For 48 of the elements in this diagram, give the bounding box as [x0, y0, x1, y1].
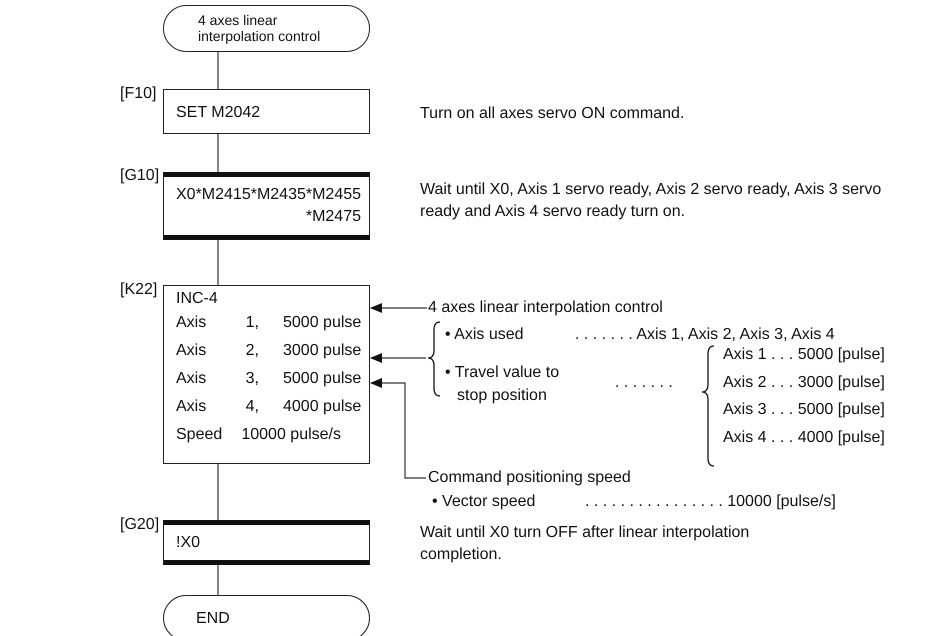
- travel-value: 5000 pulse: [283, 313, 362, 332]
- leader-value-text: . . . . . . . . . . . . . . . . 10000 [pulse/s]: [585, 492, 836, 511]
- axis-value-text: Axis 2 . . . 3000 [pulse]: [723, 373, 885, 392]
- arrow: [370, 303, 427, 313]
- travel-value: 5000 pulse: [283, 369, 362, 388]
- process-box: SET M2042: [163, 89, 370, 134]
- axis-number: 2,: [246, 341, 259, 360]
- leader-value-text: . . . . . . . Axis 1, Axis 2, Axis 3, Axis 4: [575, 325, 835, 344]
- axis-number: 4,: [246, 397, 259, 416]
- instruction-box: [163, 285, 370, 464]
- connector-line: [217, 134, 219, 172]
- connector-line: [217, 565, 219, 595]
- annotation-heading: Command positioning speed: [428, 468, 631, 487]
- arrow: [370, 378, 426, 479]
- axis-number: 3,: [246, 369, 259, 388]
- step-label: [G20]: [120, 515, 160, 534]
- connector-line: [217, 240, 219, 285]
- axis-label: Axis: [176, 369, 206, 388]
- comment-text: Wait until X0, Axis 1 servo ready, Axis 2 servo ready, Axis 3 servo ready and Axis 4 servo ready turn on.: [420, 180, 882, 222]
- comment-text: Wait until X0 turn OFF after linear interpolation completion.: [420, 523, 750, 565]
- bullet-item: • Axis used: [445, 325, 524, 344]
- wait-condition-box: X0*M2415*M2435*M2455 *M2475: [163, 172, 370, 240]
- terminal-box: 4 axes linear interpolation control: [163, 5, 370, 52]
- comment-text: Turn on all axes servo ON command.: [420, 104, 686, 124]
- step-label: [F10]: [120, 84, 156, 103]
- leader-dots: . . . . . . .: [615, 373, 673, 392]
- step-label: [K22]: [120, 280, 158, 299]
- axis-value-text: Axis 3 . . . 5000 [pulse]: [723, 400, 885, 419]
- bullet-item: • Vector speed: [432, 492, 536, 511]
- speed-value: 10000 pulse/s: [241, 425, 341, 444]
- instruction-name: INC-4: [176, 289, 218, 308]
- axis-value-text: Axis 1 . . . 5000 [pulse]: [723, 345, 885, 364]
- terminal-box: END: [163, 595, 370, 636]
- bullet-item: • Travel value to stop position: [445, 363, 560, 406]
- axis-value-text: Axis 4 . . . 4000 [pulse]: [723, 428, 885, 447]
- axis-label: Axis: [176, 397, 206, 416]
- step-label: [G10]: [120, 166, 160, 185]
- axis-label: Axis: [176, 313, 206, 332]
- annotation-text: 4 axes linear interpolation control: [428, 298, 663, 317]
- axis-number: 1,: [246, 313, 259, 332]
- travel-value: 3000 pulse: [283, 341, 362, 360]
- wait-condition-box: !X0: [163, 520, 370, 565]
- arrow: [370, 353, 426, 363]
- travel-value: 4000 pulse: [283, 397, 362, 416]
- connector-line: [217, 52, 219, 89]
- axis-label: Axis: [176, 341, 206, 360]
- speed-label: Speed: [176, 425, 222, 444]
- connector-line: [217, 464, 219, 520]
